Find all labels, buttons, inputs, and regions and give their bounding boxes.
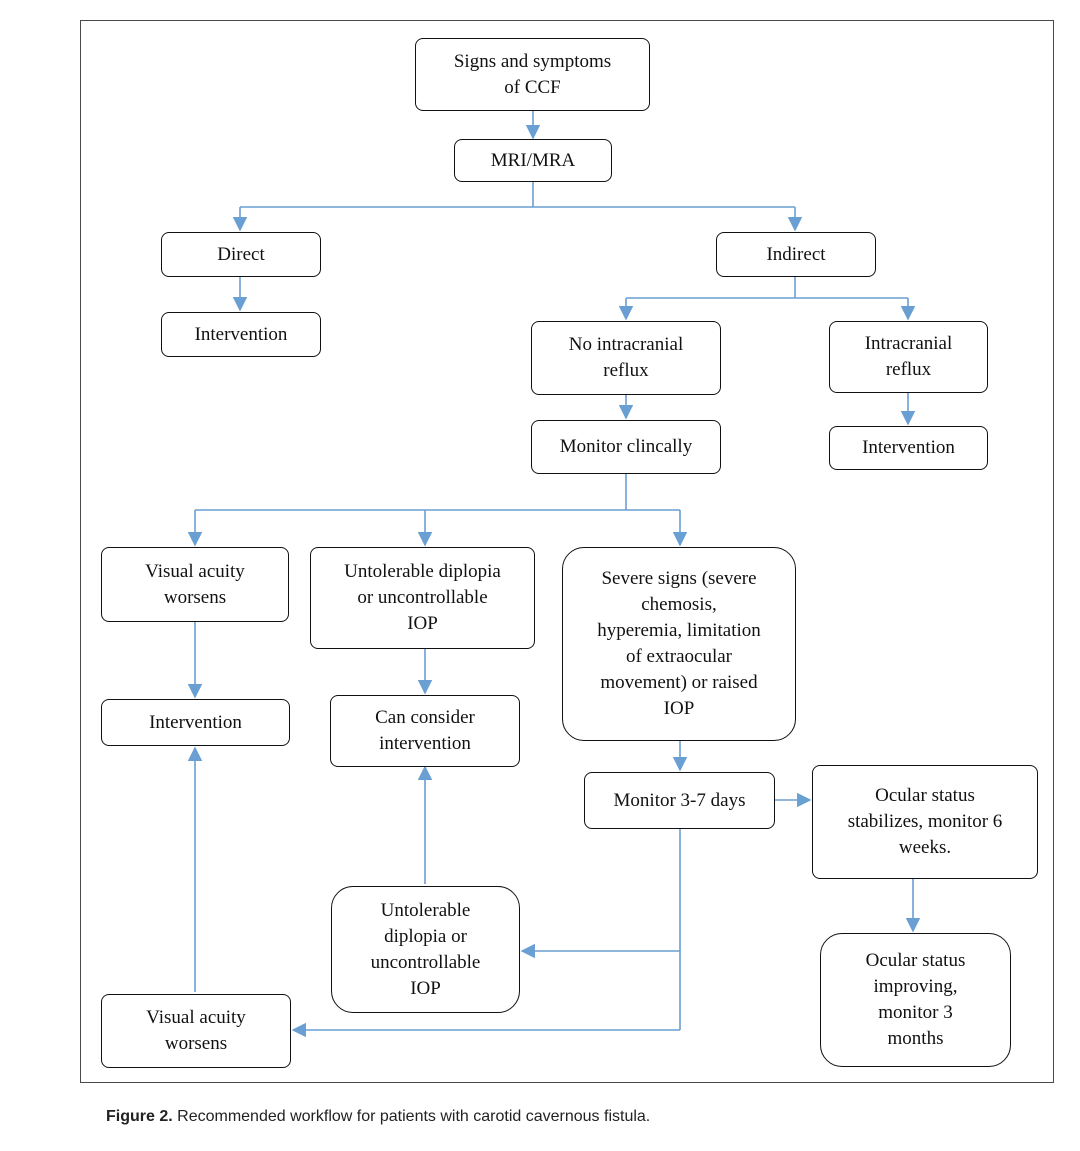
- node-direct: Direct: [161, 232, 321, 277]
- node-intervention-reflux: Intervention: [829, 426, 988, 470]
- node-no-intracranial-reflux: No intracranial reflux: [531, 321, 721, 395]
- node-signs-symptoms: Signs and symptoms of CCF: [415, 38, 650, 111]
- node-visual-acuity-worsens-2: Visual acuity worsens: [101, 994, 291, 1068]
- node-monitor-clinically: Monitor clincally: [531, 420, 721, 474]
- node-indirect: Indirect: [716, 232, 876, 277]
- node-ocular-status-improving: Ocular status improving, monitor 3 month…: [820, 933, 1011, 1067]
- node-untolerable-diplopia-1: Untolerable diplopia or uncontrollable I…: [310, 547, 535, 649]
- node-untolerable-diplopia-2: Untolerable diplopia or uncontrollable I…: [331, 886, 520, 1013]
- node-can-consider-intervention: Can consider intervention: [330, 695, 520, 767]
- caption-label: Figure 2.: [106, 1108, 173, 1125]
- node-intervention-direct: Intervention: [161, 312, 321, 357]
- node-mri-mra: MRI/MRA: [454, 139, 612, 182]
- figure-caption: Figure 2. Recommended workflow for patie…: [106, 1108, 650, 1126]
- node-visual-acuity-worsens-1: Visual acuity worsens: [101, 547, 289, 622]
- node-ocular-status-stabilizes: Ocular status stabilizes, monitor 6 week…: [812, 765, 1038, 879]
- node-intracranial-reflux: Intracranial reflux: [829, 321, 988, 393]
- node-severe-signs: Severe signs (severe chemosis, hyperemia…: [562, 547, 796, 741]
- caption-text: Recommended workflow for patients with c…: [177, 1108, 651, 1125]
- node-intervention-va: Intervention: [101, 699, 290, 746]
- node-monitor-3-7-days: Monitor 3-7 days: [584, 772, 775, 829]
